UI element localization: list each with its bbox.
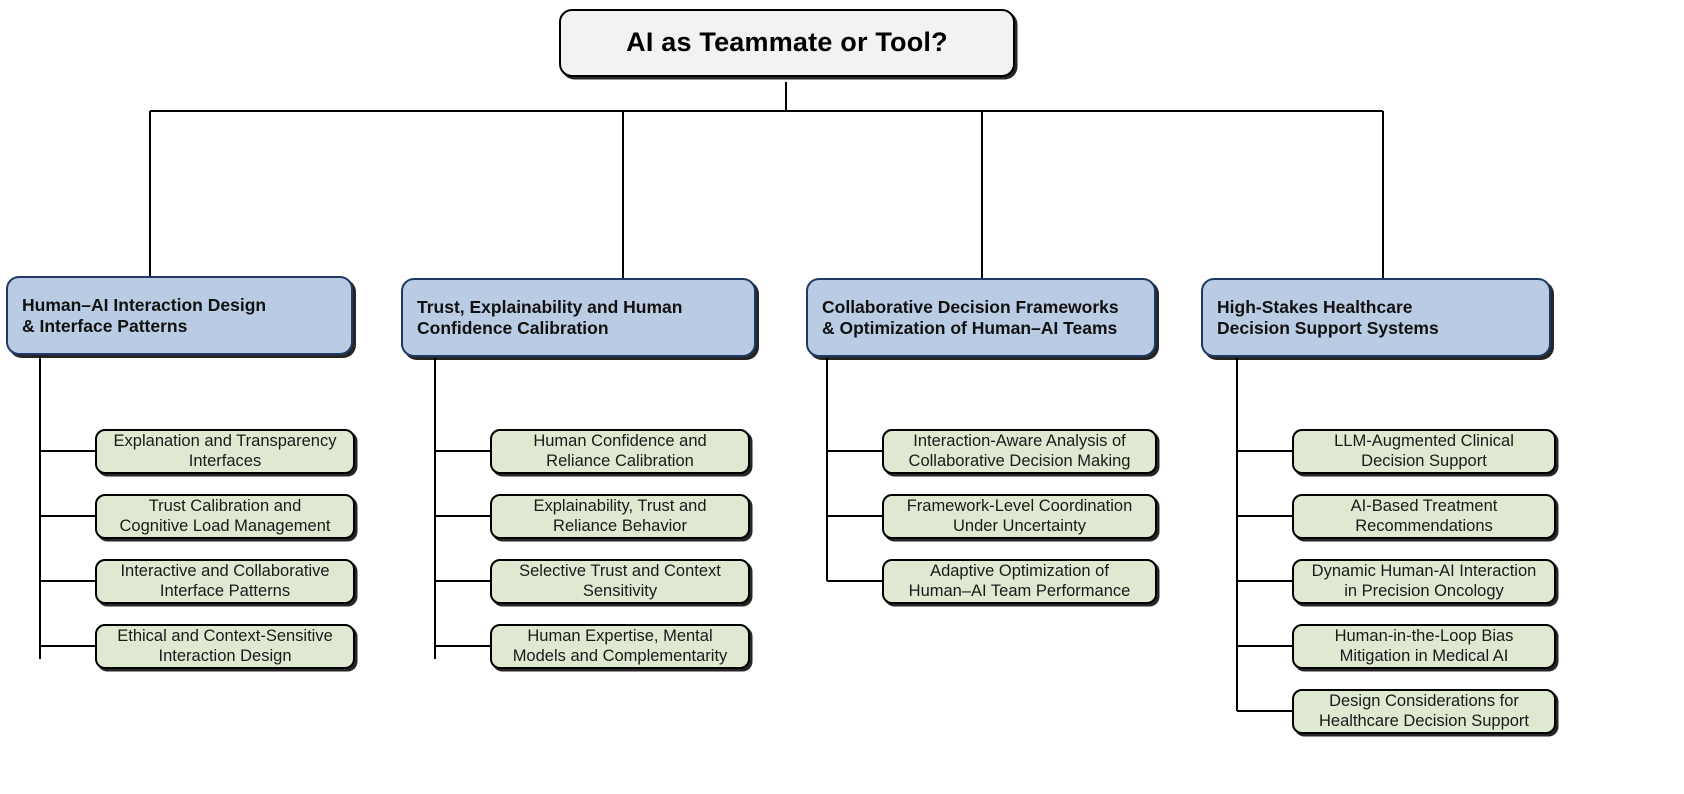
leaf-node-4-2[interactable]: AI-Based Treatment Recommendations (1292, 494, 1556, 539)
leaf-node-3-2[interactable]: Framework-Level Coordination Under Uncer… (882, 494, 1157, 539)
leaf-node-4-1[interactable]: LLM-Augmented Clinical Decision Support (1292, 429, 1556, 474)
leaf-node-2-2[interactable]: Explainability, Trust and Reliance Behav… (490, 494, 750, 539)
leaf-node-1-2[interactable]: Trust Calibration and Cognitive Load Man… (95, 494, 355, 539)
leaf-node-1-3[interactable]: Interactive and Collaborative Interface … (95, 559, 355, 604)
leaf-node-2-3[interactable]: Selective Trust and Context Sensitivity (490, 559, 750, 604)
branch-node-2[interactable]: Trust, Explainability and Human Confiden… (401, 278, 756, 357)
leaf-node-4-4[interactable]: Human-in-the-Loop Bias Mitigation in Med… (1292, 624, 1556, 669)
branch-node-1[interactable]: Human–AI Interaction Design & Interface … (6, 276, 353, 355)
leaf-node-1-1[interactable]: Explanation and Transparency Interfaces (95, 429, 355, 474)
root-node[interactable]: AI as Teammate or Tool? (559, 9, 1015, 77)
leaf-node-1-4[interactable]: Ethical and Context-Sensitive Interactio… (95, 624, 355, 669)
branch-node-3[interactable]: Collaborative Decision Frameworks & Opti… (806, 278, 1156, 357)
leaf-node-2-1[interactable]: Human Confidence and Reliance Calibratio… (490, 429, 750, 474)
leaf-node-4-3[interactable]: Dynamic Human-AI Interaction in Precisio… (1292, 559, 1556, 604)
leaf-node-3-3[interactable]: Adaptive Optimization of Human–AI Team P… (882, 559, 1157, 604)
leaf-node-2-4[interactable]: Human Expertise, Mental Models and Compl… (490, 624, 750, 669)
leaf-node-4-5[interactable]: Design Considerations for Healthcare Dec… (1292, 689, 1556, 734)
branch-node-4[interactable]: High-Stakes Healthcare Decision Support … (1201, 278, 1551, 357)
leaf-node-3-1[interactable]: Interaction-Aware Analysis of Collaborat… (882, 429, 1157, 474)
